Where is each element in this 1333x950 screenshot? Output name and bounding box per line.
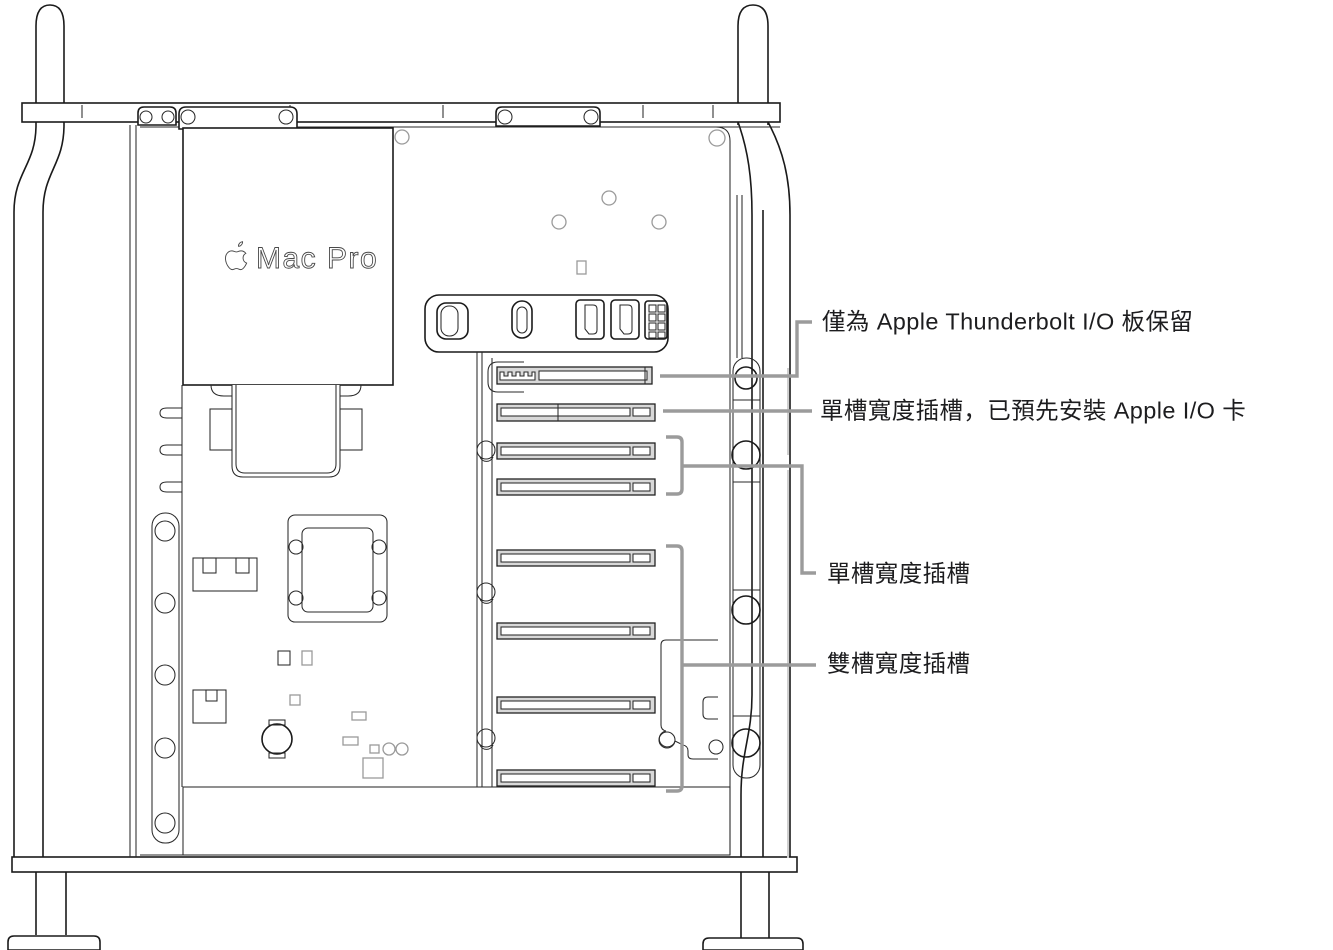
power-connector-block: [192, 557, 258, 592]
callout-label-thunderbolt-reserved: 僅為 Apple Thunderbolt I/O 板保留: [822, 308, 1194, 335]
pcie-slot-5: [496, 549, 656, 567]
hdmi-port-icon: [575, 299, 605, 340]
power-supply-cover: Mac Pro: [182, 127, 394, 386]
top-bar: [21, 102, 781, 128]
hdmi-port-icon: [610, 299, 640, 340]
battery: [261, 719, 293, 759]
callout-leader-thunderbolt-reserved: [660, 320, 812, 378]
psu-block: [182, 786, 731, 856]
screw-column: [151, 512, 180, 844]
usb-c-port-icon: [511, 300, 533, 339]
board-components: [192, 514, 409, 779]
right-rail: [731, 195, 789, 858]
pcie-slot-4: [496, 478, 656, 496]
connector-block: [192, 689, 227, 724]
socket-frame: [287, 514, 388, 623]
callout-bracket-double-wide: [666, 544, 684, 793]
callout-leader-single-wide: [682, 464, 816, 575]
pcie-slot-3: [496, 442, 656, 460]
pcie-slot-8: [496, 769, 656, 787]
io-port-panel: [424, 294, 669, 353]
right-handle: [737, 4, 791, 857]
pcie-slots: [487, 361, 656, 787]
board-screw-holes: [394, 129, 667, 275]
pcie-slot-2-apple-io-card: [496, 403, 656, 422]
callout-label-double-wide-slots: 雙槽寬度插槽: [827, 650, 971, 677]
apple-logo-icon: [225, 241, 248, 271]
callout-leaders: [660, 320, 816, 793]
chassis-frame: [7, 4, 804, 950]
pcie-slot-7: [496, 696, 656, 714]
callout-label-single-wide-slots: 單槽寬度插槽: [827, 560, 971, 587]
heatsink-connector: [209, 384, 363, 478]
mac-pro-logo-text: Mac Pro: [256, 242, 378, 275]
pcie-slot-6: [496, 622, 656, 640]
slot-rail: [476, 352, 496, 787]
latch-bracket: [658, 639, 724, 760]
logic-board-panel: [129, 106, 731, 857]
pcie-slot-1-thunderbolt-io: [487, 361, 653, 393]
mounting-plates: [137, 106, 601, 130]
callout-label-single-wide-io-preinstalled: 單槽寬度插槽，已預先安裝 Apple I/O 卡: [820, 397, 1247, 424]
bottom-bar: [11, 856, 798, 873]
left-handle: [13, 4, 65, 857]
right-foot: [702, 872, 804, 950]
screw-hole: [708, 129, 726, 147]
left-foot: [7, 872, 101, 950]
usb-port-icon: [436, 302, 469, 340]
power-connector-port-icon: [644, 300, 668, 340]
callout-bracket-single-wide: [666, 435, 684, 496]
